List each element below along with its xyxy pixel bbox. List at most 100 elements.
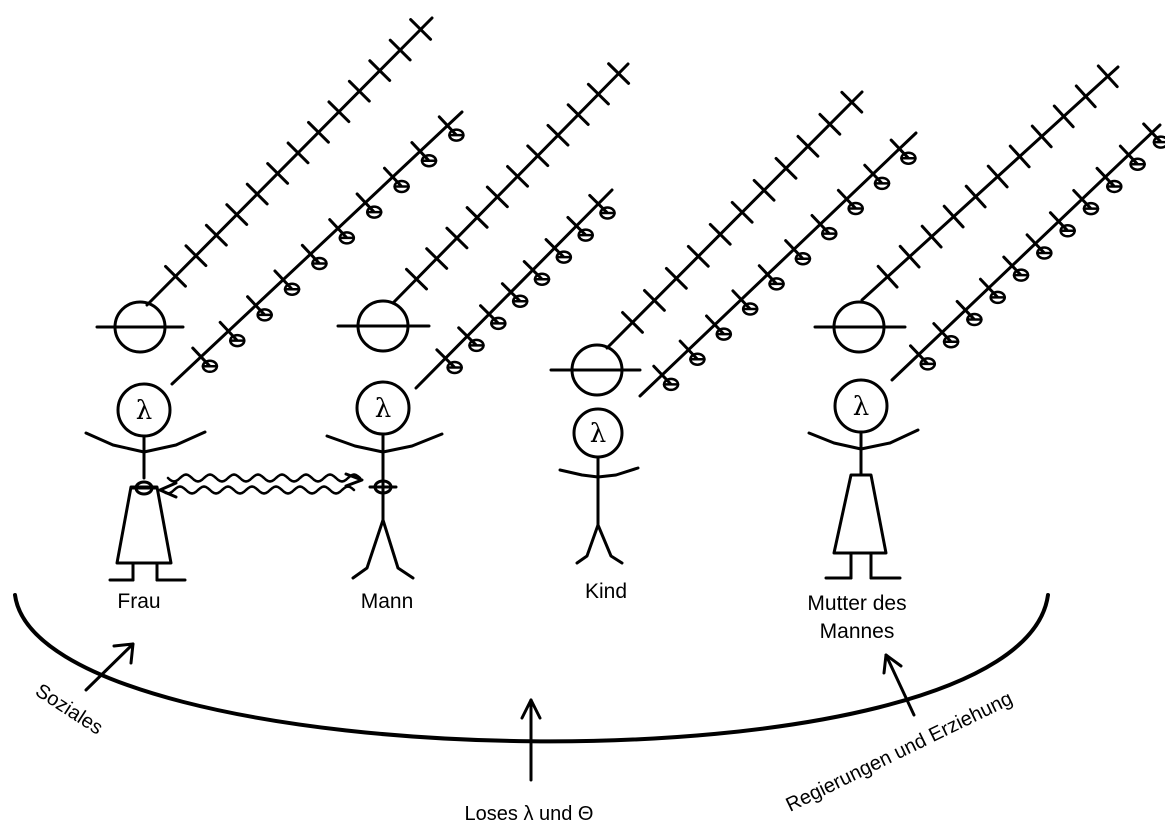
small-theta-mark	[873, 176, 891, 191]
small-theta-mark	[689, 352, 706, 366]
cross-tick	[986, 164, 1009, 189]
cross-tick	[942, 204, 965, 229]
theta-ray	[414, 188, 616, 390]
head-lambda-glyph: λ	[590, 419, 606, 449]
label-soziales: Soziales	[31, 680, 106, 740]
theta-symbol	[549, 343, 642, 397]
cross-tick	[347, 79, 371, 103]
figure-body	[807, 428, 920, 580]
cross-tick	[920, 224, 943, 249]
small-theta-mark	[919, 357, 937, 371]
cross-tick	[1074, 84, 1097, 109]
cross-tick	[686, 244, 710, 268]
small-theta-mark	[1059, 224, 1076, 238]
cross-tick	[286, 141, 310, 165]
small-theta-icon	[129, 480, 159, 496]
arrow-center	[520, 698, 542, 782]
small-theta-mark	[555, 250, 573, 264]
small-theta-mark	[768, 277, 785, 291]
arrow-regierungen	[882, 653, 916, 717]
figure-label-mutter-line2: Mannes	[820, 620, 895, 643]
cross-tick	[1030, 124, 1053, 149]
small-theta-mark	[577, 228, 594, 242]
small-theta-mark	[446, 360, 463, 375]
head-lambda-glyph: λ	[853, 392, 869, 422]
figure-body	[558, 455, 640, 565]
cross-tick	[425, 247, 449, 270]
cross-tick	[506, 165, 530, 188]
cross-tick	[840, 90, 864, 114]
cross-tick	[546, 123, 570, 147]
small-theta-mark	[966, 312, 983, 327]
theta-ray	[890, 122, 1165, 382]
small-theta-mark	[599, 206, 616, 220]
figure-body	[325, 432, 444, 580]
cross-ray	[145, 16, 434, 307]
cross-tick	[621, 311, 644, 334]
small-theta-mark	[1106, 179, 1123, 194]
cross-tick	[409, 18, 433, 41]
small-theta-mark	[794, 251, 812, 266]
figure-label-kind: Kind	[585, 580, 627, 603]
theta-ray	[638, 131, 918, 398]
cross-tick	[368, 59, 392, 82]
cross-tick	[445, 226, 469, 250]
small-theta-mark	[420, 154, 438, 168]
head-lambda-glyph: λ	[375, 394, 391, 424]
label-loses-lambda-und-theta: Loses λ und Θ	[465, 803, 594, 825]
wavy-double-arrow	[158, 472, 364, 499]
cross-tick	[485, 185, 509, 209]
cross-tick	[818, 112, 842, 136]
small-theta-mark	[1082, 201, 1100, 216]
cross-tick	[708, 222, 732, 246]
theta-symbol	[336, 299, 431, 353]
cross-tick	[730, 200, 754, 224]
small-theta-mark	[1036, 246, 1053, 260]
cross-ray	[605, 90, 864, 350]
arrow-soziales	[84, 642, 135, 692]
small-theta-mark	[900, 151, 917, 165]
small-theta-mark	[821, 226, 838, 241]
theta-symbol	[95, 300, 185, 354]
cross-tick	[388, 38, 412, 62]
small-theta-mark	[448, 128, 465, 142]
cross-tick	[465, 206, 489, 229]
cross-tick	[774, 156, 798, 180]
cross-tick	[1052, 104, 1075, 129]
figure-label-mann: Mann	[361, 590, 414, 613]
cross-tick	[664, 266, 688, 290]
cross-tick	[752, 178, 776, 202]
small-theta-mark	[662, 377, 680, 392]
small-theta-mark	[229, 333, 246, 348]
small-theta-mark	[365, 205, 383, 219]
cross-tick	[643, 289, 666, 312]
small-theta-mark	[942, 334, 960, 349]
figure-body	[84, 430, 207, 582]
small-theta-mark	[533, 272, 551, 286]
cross-ray	[860, 64, 1120, 302]
cross-tick	[607, 62, 631, 85]
small-theta-mark	[1129, 157, 1146, 172]
cross-tick	[566, 103, 590, 126]
theta-symbol	[813, 300, 907, 354]
cross-tick	[184, 244, 208, 268]
small-theta-mark	[1152, 135, 1165, 149]
figure-frau: λ Frau	[84, 16, 465, 613]
cross-tick	[307, 120, 330, 144]
cross-tick	[405, 267, 428, 291]
cross-tick	[204, 223, 228, 247]
figure-kind: λ Kind	[549, 90, 918, 603]
small-theta-mark	[201, 359, 219, 374]
theta-ray	[170, 110, 465, 386]
cross-tick	[327, 100, 351, 124]
figure-mutter-des-mannes: λ Mutter des Mannes	[807, 64, 1165, 643]
cross-tick	[586, 82, 610, 106]
label-regierungen-und-erziehung: Regierungen und Erziehung	[783, 688, 1017, 817]
small-theta-mark	[468, 338, 485, 353]
cross-tick	[898, 244, 921, 269]
figure-label-frau: Frau	[117, 590, 160, 613]
cross-tick	[1096, 64, 1119, 89]
cross-tick	[796, 134, 820, 158]
figure-mann: λ Mann	[325, 62, 631, 613]
